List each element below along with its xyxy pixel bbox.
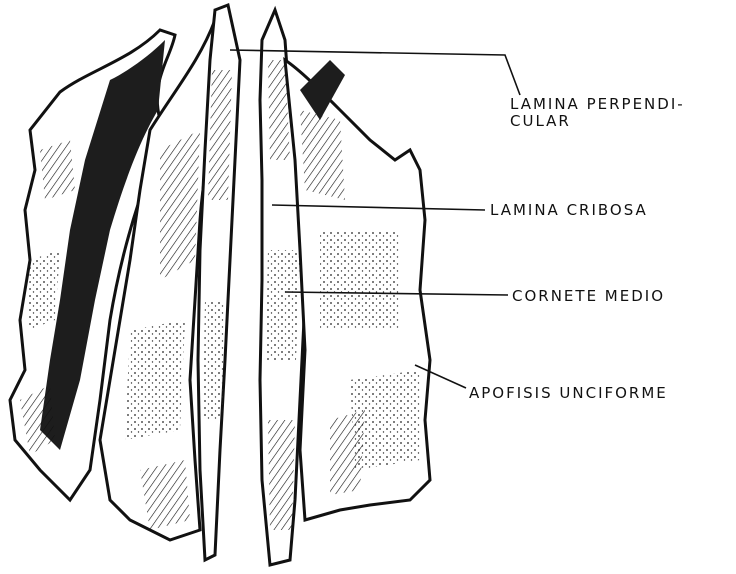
label-lamina-cribosa: LAMINA CRIBOSA bbox=[490, 202, 648, 219]
right-lateral-mass bbox=[285, 60, 430, 520]
label-lamina-perpendicular-line1: LAMINA PERPENDI- bbox=[510, 96, 685, 113]
label-cornete-medio: CORNETE MEDIO bbox=[512, 288, 665, 305]
label-lamina-perpendicular: LAMINA PERPENDI- CULAR bbox=[510, 96, 685, 130]
label-lamina-perpendicular-line2: CULAR bbox=[510, 113, 685, 130]
label-apofisis-unciforme: APOFISIS UNCIFORME bbox=[469, 385, 668, 402]
